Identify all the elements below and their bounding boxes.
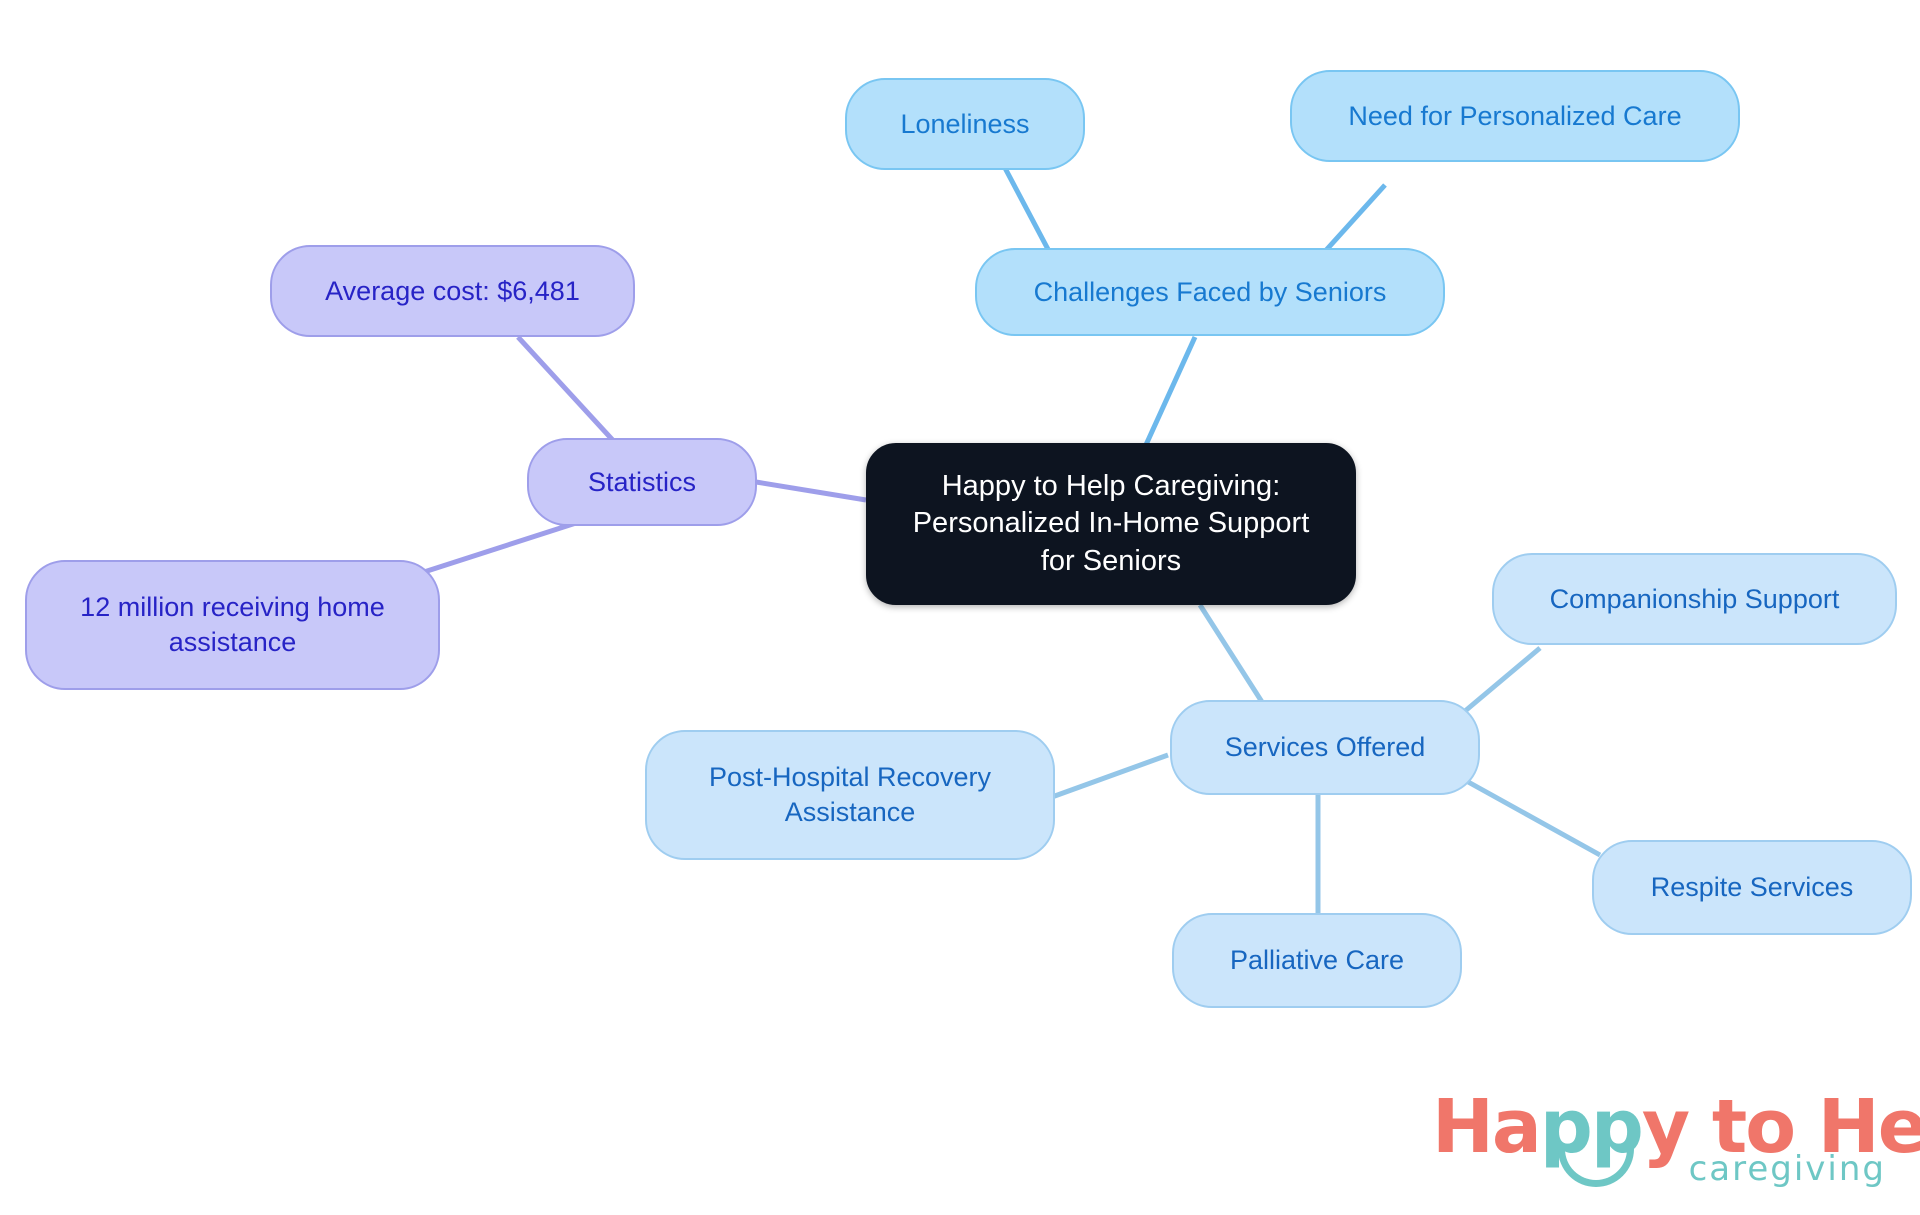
child-node-personalized-care[interactable]: Need for Personalized Care xyxy=(1290,70,1740,162)
edge-services-respite xyxy=(1459,775,1602,858)
edge-services-post-hospital xyxy=(1051,752,1169,800)
edge-root-statistics xyxy=(755,479,867,503)
logo-text-part3: y to Hel xyxy=(1641,1084,1920,1170)
child-node-palliative[interactable]: Palliative Care xyxy=(1172,913,1462,1008)
edge-statistics-home-assistance xyxy=(423,520,577,575)
child-node-average-cost[interactable]: Average cost: $6,481 xyxy=(270,245,635,337)
logo-wordmark: Happy to Help xyxy=(1432,1090,1920,1164)
logo-smile-icon xyxy=(1558,1146,1634,1187)
child-node-home-assistance[interactable]: 12 million receiving home assistance xyxy=(25,560,440,690)
child-node-respite[interactable]: Respite Services xyxy=(1592,840,1912,935)
branch-node-challenges[interactable]: Challenges Faced by Seniors xyxy=(975,248,1445,336)
edge-root-services xyxy=(1197,603,1265,704)
branch-node-services[interactable]: Services Offered xyxy=(1170,700,1480,795)
brand-logo: Happy to Help caregiving xyxy=(1432,1090,1920,1200)
child-node-loneliness[interactable]: Loneliness xyxy=(845,78,1085,170)
child-node-companionship[interactable]: Companionship Support xyxy=(1492,553,1897,645)
logo-text-part1: Ha xyxy=(1432,1084,1542,1170)
root-node[interactable]: Happy to Help Caregiving: Personalized I… xyxy=(866,443,1356,605)
logo-tagline: caregiving xyxy=(1688,1149,1886,1189)
child-node-post-hospital[interactable]: Post-Hospital Recovery Assistance xyxy=(645,730,1055,860)
branch-node-statistics[interactable]: Statistics xyxy=(527,438,757,526)
edge-statistics-average-cost xyxy=(516,335,622,450)
edge-root-challenges xyxy=(1142,335,1198,449)
